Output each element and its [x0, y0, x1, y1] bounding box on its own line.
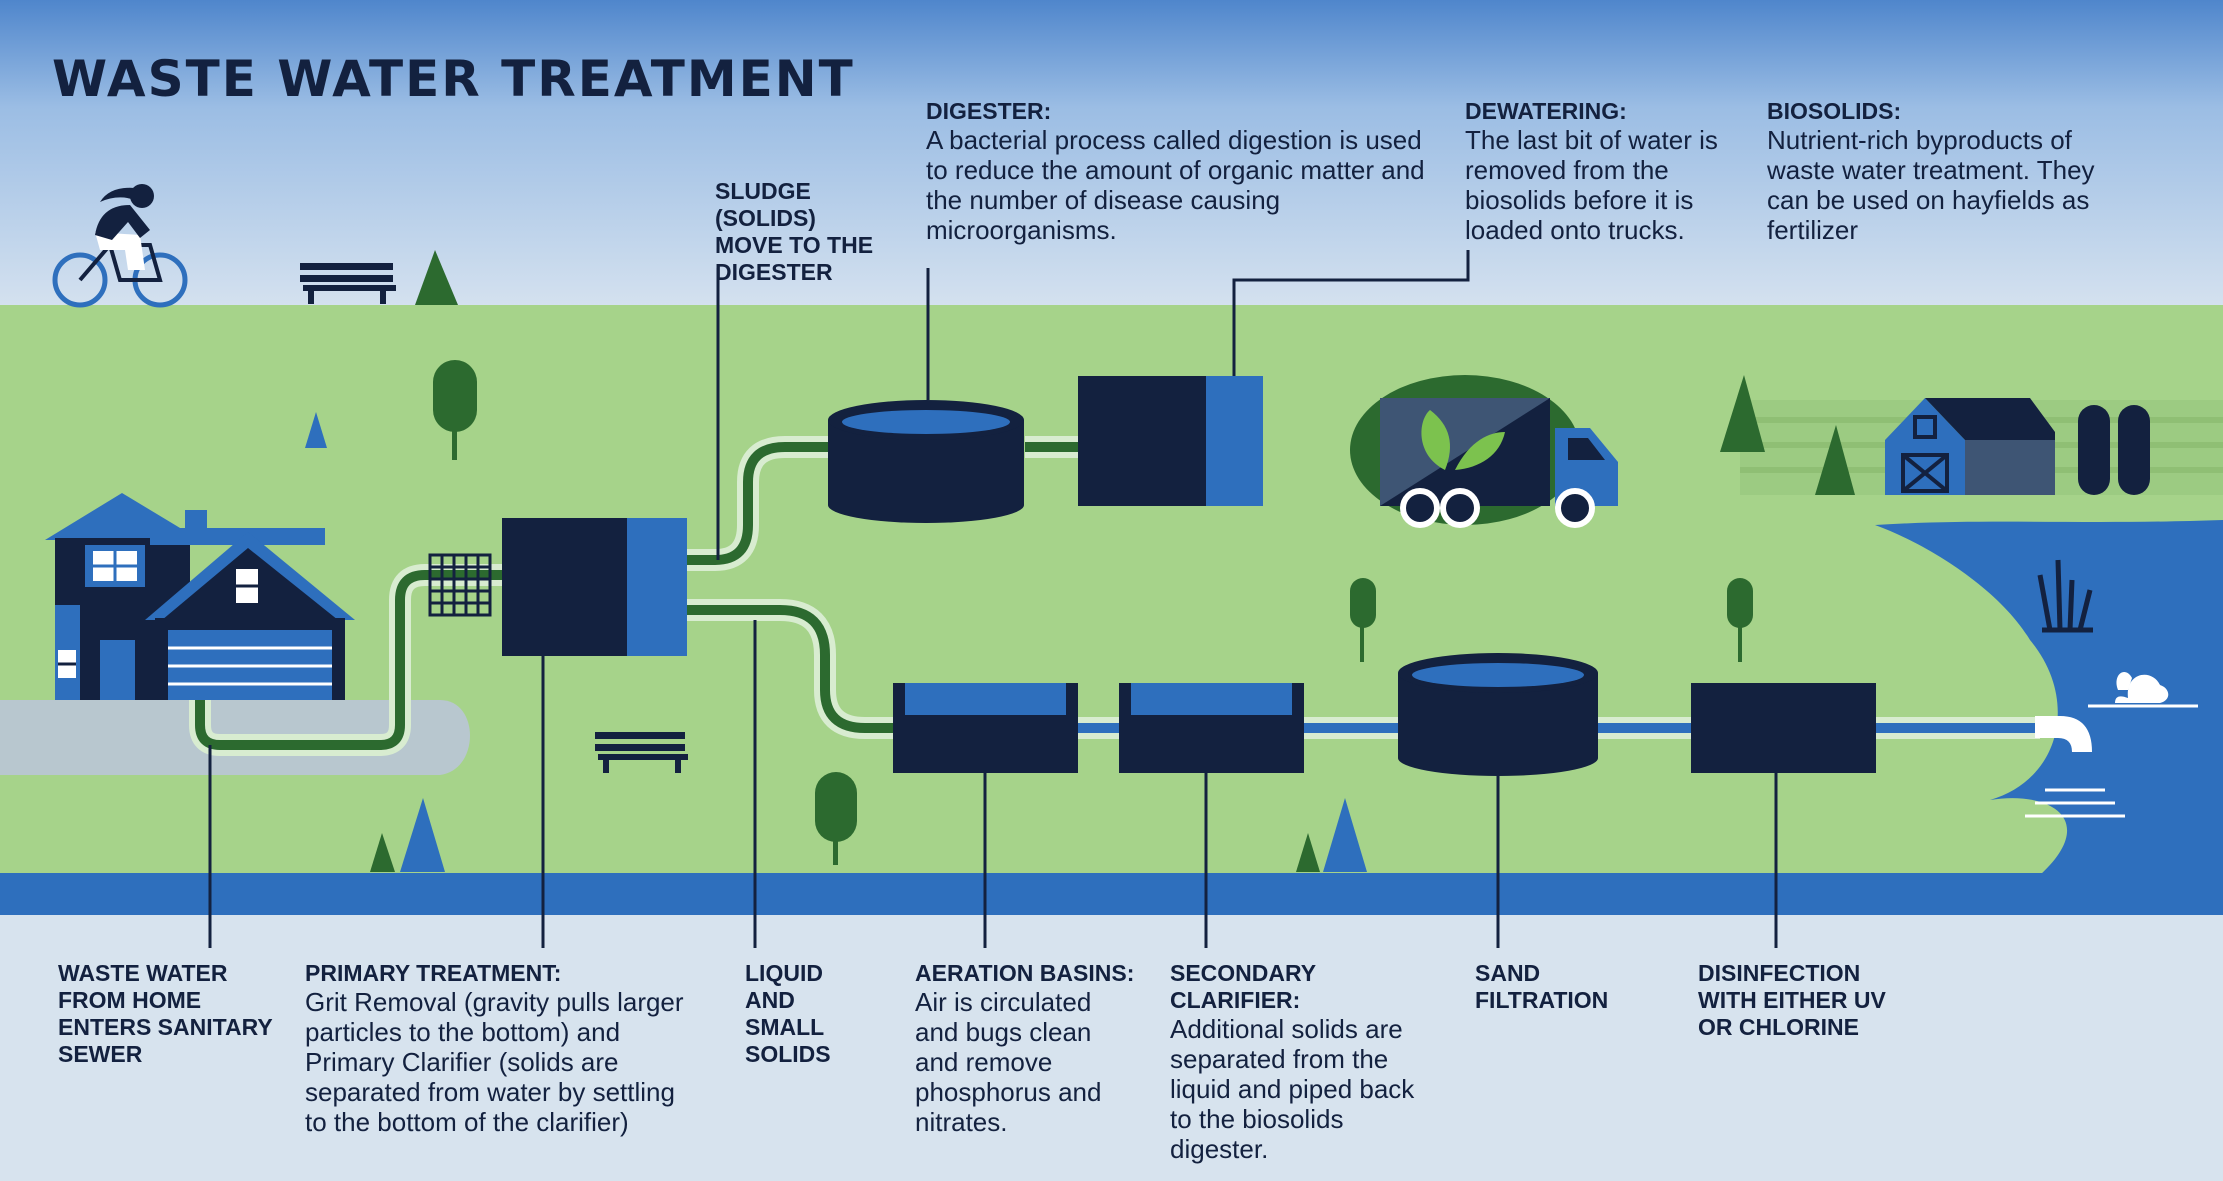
label-sludge-heading: SLUDGE (SOLIDS) MOVE TO THE DIGESTER [715, 178, 874, 285]
house [45, 493, 355, 700]
label-aeration-body: Air is circulated and bugs clean and rem… [915, 987, 1102, 1137]
label-secondary-clarifier: SECONDARY CLARIFIER: Additional solids a… [1170, 960, 1450, 1164]
lake [1875, 520, 2223, 875]
truck [1380, 398, 1618, 528]
reeds [2037, 559, 2093, 633]
dewatering-unit [1078, 376, 1263, 506]
label-sewer: WASTE WATER FROM HOME ENTERS SANITARY SE… [58, 960, 273, 1068]
aeration-basin-2 [1119, 683, 1304, 773]
label-biosolids: BIOSOLIDS: Nutrient-rich byproducts of w… [1767, 98, 2147, 245]
digester-tank [828, 400, 1024, 523]
label-secondary-body: Additional solids are separated from the… [1170, 1014, 1415, 1164]
cyclist [52, 184, 188, 308]
label-biosolids-body: Nutrient-rich byproducts of waste water … [1767, 125, 2095, 245]
bench-bottom [595, 732, 688, 773]
label-band [0, 915, 2223, 1181]
barn [1885, 398, 2055, 495]
river-band [0, 873, 2223, 915]
label-primary-heading: PRIMARY TREATMENT: [305, 960, 562, 986]
aeration-basin-1 [893, 683, 1078, 773]
page-title: WASTE WATER TREATMENT [52, 50, 855, 108]
label-dewatering-body: The last bit of water is removed from th… [1465, 125, 1718, 245]
label-sand-heading: SAND FILTRATION [1475, 960, 1609, 1013]
leader-lines [208, 250, 1778, 948]
label-sludge: SLUDGE (SOLIDS) MOVE TO THE DIGESTER [715, 178, 915, 286]
label-biosolids-heading: BIOSOLIDS: [1767, 98, 1902, 124]
bench-top [300, 263, 396, 304]
outfall-pipe [2035, 716, 2092, 752]
label-digester-body: A bacterial process called digestion is … [926, 125, 1425, 245]
primary-clarifier [502, 518, 687, 656]
label-secondary-heading: SECONDARY CLARIFIER: [1170, 960, 1316, 1013]
label-digester: DIGESTER: A bacterial process called dig… [926, 98, 1486, 245]
pipes [189, 436, 2040, 756]
disinfection-unit [1691, 683, 1876, 773]
silos [2078, 405, 2150, 495]
label-liquid-heading: LIQUID AND SMALL SOLIDS [745, 960, 831, 1067]
label-disinfection: DISINFECTION WITH EITHER UV OR CHLORINE [1698, 960, 1908, 1041]
label-liquid: LIQUID AND SMALL SOLIDS [745, 960, 845, 1068]
swan [2088, 671, 2198, 708]
trees [305, 250, 1855, 872]
label-dewatering-heading: DEWATERING: [1465, 98, 1627, 124]
label-aeration-heading: AERATION BASINS: [915, 960, 1135, 986]
label-primary-treatment: PRIMARY TREATMENT: Grit Removal (gravity… [305, 960, 705, 1137]
label-digester-heading: DIGESTER: [926, 98, 1052, 124]
outfall-ripples [2025, 788, 2125, 818]
grit-removal-screen [428, 553, 492, 617]
label-disinfection-heading: DISINFECTION WITH EITHER UV OR CHLORINE [1698, 960, 1886, 1040]
label-primary-body: Grit Removal (gravity pulls larger parti… [305, 987, 684, 1137]
label-dewatering: DEWATERING: The last bit of water is rem… [1465, 98, 1755, 245]
sky-background [0, 0, 2223, 306]
label-sewer-heading: WASTE WATER FROM HOME ENTERS SANITARY SE… [58, 960, 273, 1067]
label-sand-filtration: SAND FILTRATION [1475, 960, 1645, 1014]
sand-filtration-tank [1398, 653, 1598, 776]
label-aeration: AERATION BASINS: Air is circulated and b… [915, 960, 1135, 1137]
